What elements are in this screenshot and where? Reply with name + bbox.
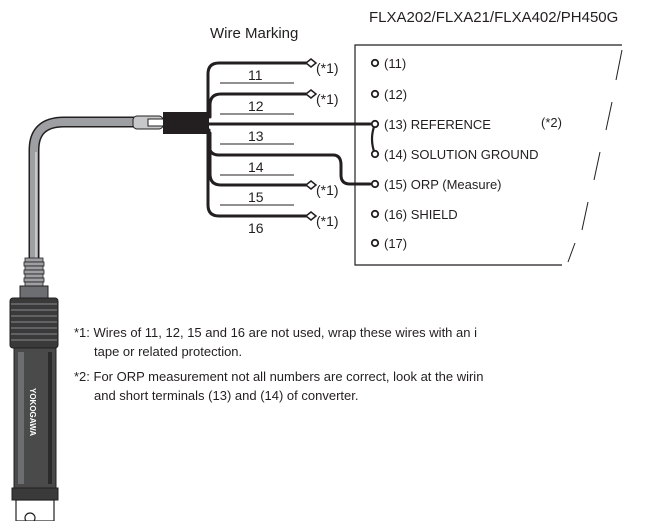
wire-marking-heading: Wire Marking <box>210 25 298 42</box>
wire-note-markers: (*1) (*1) (*1) (*1) <box>316 60 339 229</box>
wire-note: (*1) <box>316 182 339 198</box>
terminal-label: (12) <box>384 87 407 102</box>
wire-number-rules <box>220 82 294 206</box>
wire-number: 16 <box>248 220 264 236</box>
sensor-brand-label: YOKOGAWA <box>28 388 37 436</box>
wire-number: 13 <box>248 128 264 144</box>
wire-number: 12 <box>248 98 264 114</box>
terminal-label: (15) ORP (Measure) <box>384 177 502 192</box>
converter-terminal-box <box>354 44 623 266</box>
terminal-label: (11) <box>384 56 406 71</box>
sensor-cable <box>28 116 152 268</box>
wire-number: 15 <box>248 189 264 205</box>
jumper-13-14 <box>370 123 377 155</box>
terminal-markers <box>370 58 380 248</box>
terminal-label: (16) SHIELD <box>384 207 458 222</box>
wire-note: (*1) <box>316 213 339 229</box>
wire-bundle <box>206 61 372 218</box>
terminal-label: (13) REFERENCE <box>384 117 491 132</box>
strain-relief <box>23 257 45 287</box>
footnote-line: *2: For ORP measurement not all numbers … <box>74 369 483 384</box>
converter-models-heading: FLXA202/FLXA21/FLXA402/PH450G <box>369 9 618 26</box>
footnote-line: and short terminals (13) and (14) of con… <box>94 388 358 403</box>
footnote-line: tape or related protection. <box>94 344 242 359</box>
terminal-label: (14) SOLUTION GROUND <box>384 147 539 162</box>
footnote-line: *1: Wires of 11, 12, 15 and 16 are not u… <box>74 325 477 340</box>
cable-boot <box>132 112 209 134</box>
wire-note: (*1) <box>316 91 339 107</box>
terminal-labels: (11) (12) (13) REFERENCE (*2) (14) SOLUT… <box>384 56 562 251</box>
orp-sensor: YOKOGAWA <box>9 257 59 521</box>
footnotes: *1: Wires of 11, 12, 15 and 16 are not u… <box>74 325 483 403</box>
wire-terminal-ends <box>304 58 318 221</box>
wire-note: (*1) <box>316 60 339 76</box>
wire-number: 14 <box>248 159 264 175</box>
wire-number-labels: 11 12 13 14 15 16 <box>248 67 264 236</box>
wire-number: 11 <box>248 67 263 83</box>
terminal-note: (*2) <box>541 115 562 130</box>
terminal-label: (17) <box>384 236 407 251</box>
